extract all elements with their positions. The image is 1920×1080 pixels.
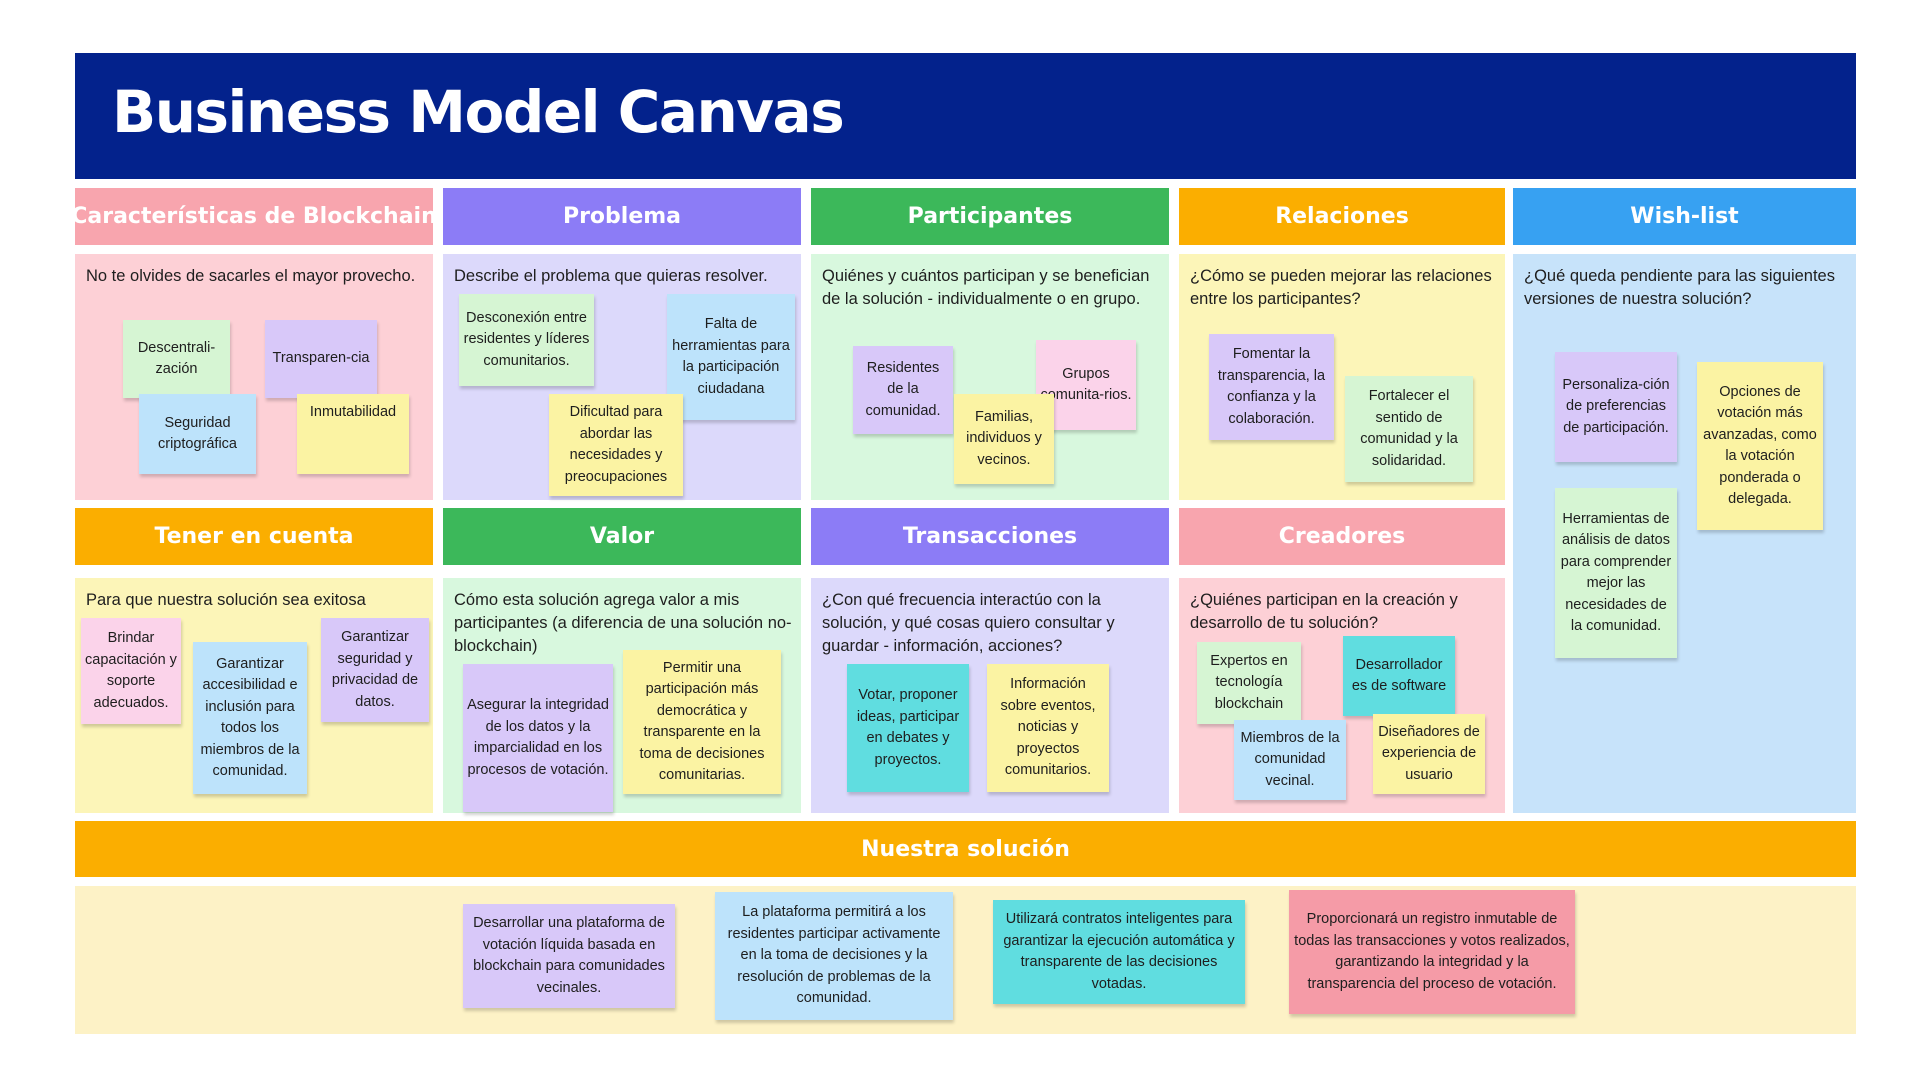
panel-participantes: Quiénes y cuántos participan y se benefi… <box>811 254 1169 500</box>
sticky-note: Expertos en tecnología blockchain <box>1197 642 1301 724</box>
sticky-note: La plataforma permitirá a los residentes… <box>715 892 953 1020</box>
sticky-note: Desarrollador es de software <box>1343 636 1455 716</box>
header-problema: Problema <box>443 188 801 245</box>
sticky-note: Permitir una participación más democráti… <box>623 650 781 794</box>
panel-wishlist: ¿Qué queda pendiente para las siguientes… <box>1513 254 1856 813</box>
panel-problema: Describe el problema que quieras resolve… <box>443 254 801 500</box>
sticky-note: Brindar capacitación y soporte adecuados… <box>81 618 181 724</box>
sticky-note: Personaliza-ción de preferencias de part… <box>1555 352 1677 462</box>
header-relaciones: Relaciones <box>1179 188 1505 245</box>
prompt-transacciones: ¿Con qué frecuencia interactúo con la so… <box>822 591 1115 655</box>
sticky-note: Garantizar accesibilidad e inclusión par… <box>193 642 307 794</box>
panel-blockchain: No te olvides de sacarles el mayor prove… <box>75 254 433 500</box>
sticky-note: Dificultad para abordar las necesidades … <box>549 394 683 496</box>
sticky-note: Opciones de votación más avanzadas, como… <box>1697 362 1823 530</box>
header-participantes: Participantes <box>811 188 1169 245</box>
prompt-wishlist: ¿Qué queda pendiente para las siguientes… <box>1524 267 1835 308</box>
sticky-note: Inmutabilidad <box>297 394 409 474</box>
sticky-note: Proporcionará un registro inmutable de t… <box>1289 890 1575 1014</box>
panel-transacciones: ¿Con qué frecuencia interactúo con la so… <box>811 578 1169 813</box>
sticky-note: Utilizará contratos inteligentes para ga… <box>993 900 1245 1004</box>
prompt-tener: Para que nuestra solución sea exitosa <box>86 591 366 609</box>
header-tener: Tener en cuenta <box>75 508 433 565</box>
sticky-note: Miembros de la comunidad vecinal. <box>1234 720 1346 800</box>
header-blockchain: Características de Blockchain <box>75 188 433 245</box>
prompt-creadores: ¿Quiénes participan en la creación y des… <box>1190 591 1458 632</box>
sticky-note: Votar, proponer ideas, participar en deb… <box>847 664 969 792</box>
header-transacciones: Transacciones <box>811 508 1169 565</box>
panel-creadores: ¿Quiénes participan en la creación y des… <box>1179 578 1505 813</box>
prompt-problema: Describe el problema que quieras resolve… <box>454 267 768 285</box>
sticky-note: Fomentar la transparencia, la confianza … <box>1209 334 1334 440</box>
sticky-note: Familias, individuos y vecinos. <box>954 394 1054 484</box>
sticky-note: Residentes de la comunidad. <box>853 346 953 434</box>
sticky-note: Diseñadores de experiencia de usuario <box>1373 714 1485 794</box>
header-wishlist: Wish-list <box>1513 188 1856 245</box>
header-valor: Valor <box>443 508 801 565</box>
header-solucion: Nuestra solución <box>75 821 1856 877</box>
sticky-note: Herramientas de análisis de datos para c… <box>1555 488 1677 658</box>
title-bar: Business Model Canvas <box>75 53 1856 179</box>
sticky-note: Seguridad criptográfica <box>139 394 256 474</box>
sticky-note: Información sobre eventos, noticias y pr… <box>987 664 1109 792</box>
prompt-relaciones: ¿Cómo se pueden mejorar las relaciones e… <box>1190 267 1492 308</box>
panel-solucion: Desarrollar una plataforma de votación l… <box>75 886 1856 1034</box>
header-creadores: Creadores <box>1179 508 1505 565</box>
panel-valor: Cómo esta solución agrega valor a mis pa… <box>443 578 801 813</box>
sticky-note: Descentrali-zación <box>123 320 230 398</box>
sticky-note: Desarrollar una plataforma de votación l… <box>463 904 675 1008</box>
prompt-blockchain: No te olvides de sacarles el mayor prove… <box>86 267 416 285</box>
page-title: Business Model Canvas <box>112 78 845 146</box>
sticky-note: Transparen-cia <box>265 320 377 398</box>
prompt-participantes: Quiénes y cuántos participan y se benefi… <box>822 267 1150 308</box>
prompt-valor: Cómo esta solución agrega valor a mis pa… <box>454 591 792 655</box>
sticky-note: Asegurar la integridad de los datos y la… <box>463 664 613 812</box>
panel-relaciones: ¿Cómo se pueden mejorar las relaciones e… <box>1179 254 1505 500</box>
panel-tener: Para que nuestra solución sea exitosa Br… <box>75 578 433 813</box>
sticky-note: Falta de herramientas para la participac… <box>667 294 795 420</box>
sticky-note: Fortalecer el sentido de comunidad y la … <box>1345 376 1473 482</box>
sticky-note: Garantizar seguridad y privacidad de dat… <box>321 618 429 722</box>
sticky-note: Desconexión entre residentes y líderes c… <box>459 294 594 386</box>
